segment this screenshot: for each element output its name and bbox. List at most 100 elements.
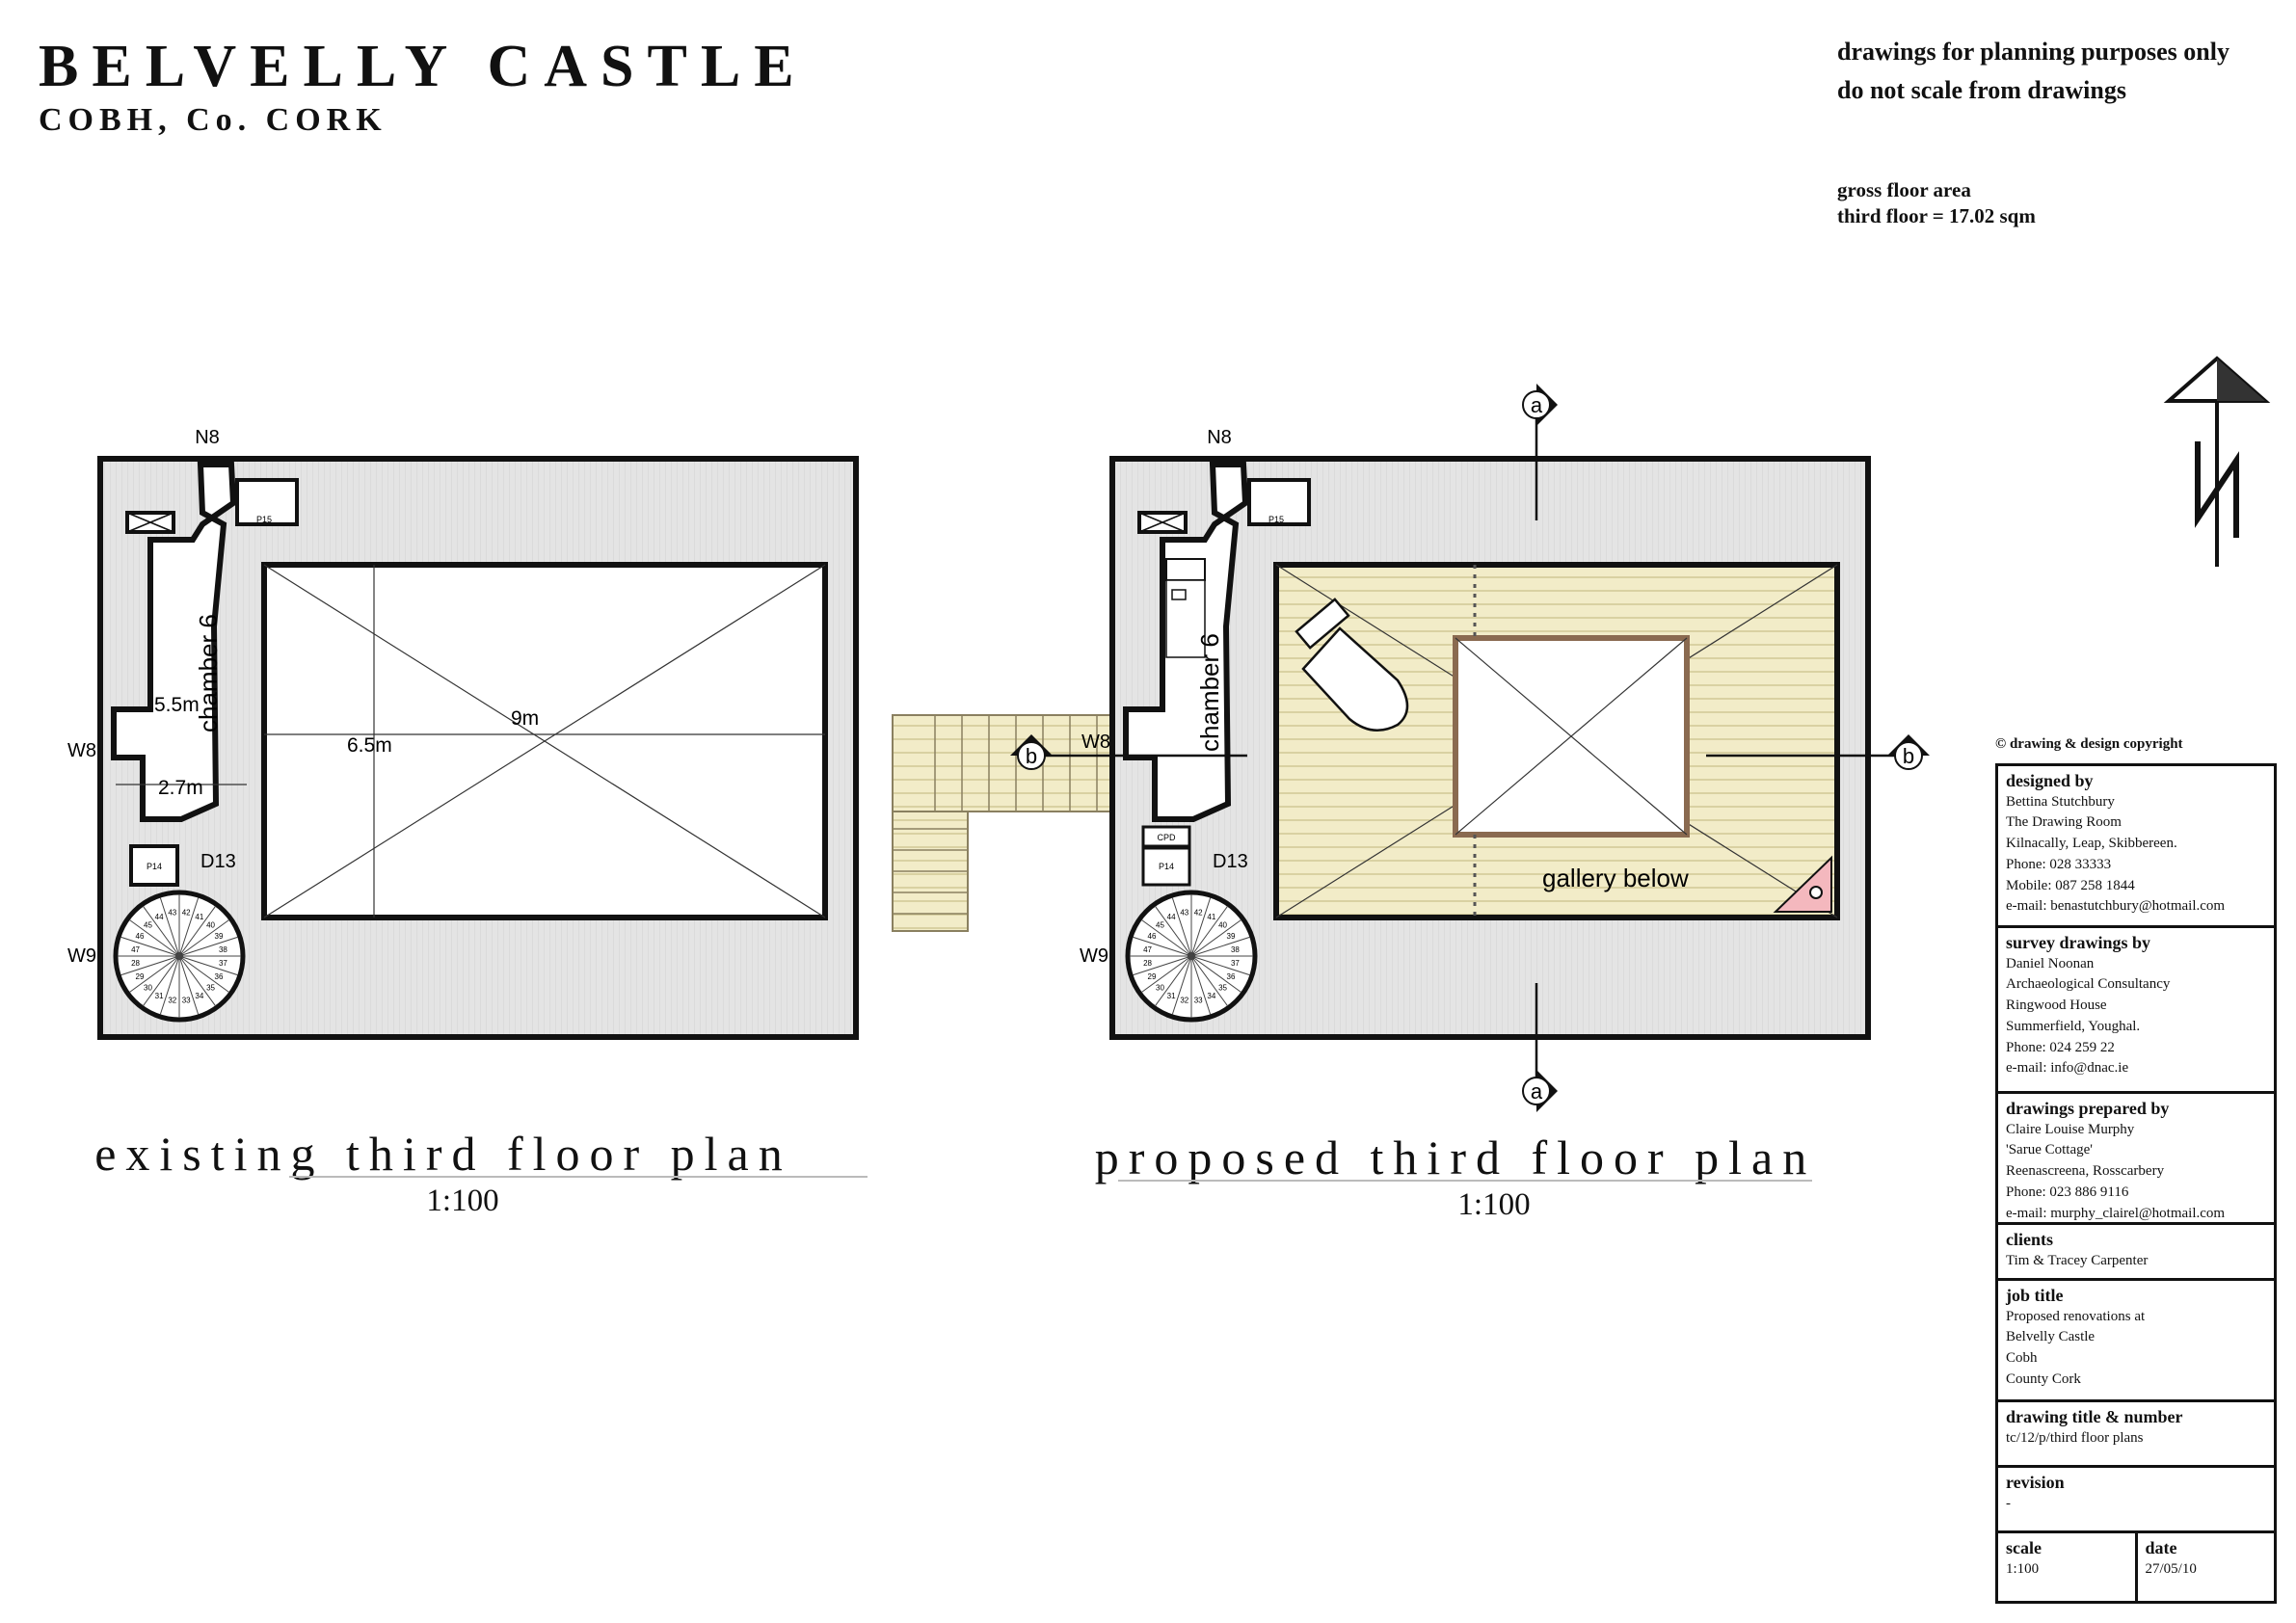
tb-line: Ringwood House	[2006, 998, 2107, 1013]
existing-plan-scale: 1:100	[426, 1184, 499, 1218]
stair-step-number: 37	[219, 959, 227, 968]
label-cpd: CPD	[1157, 833, 1176, 842]
tb-line: Tim & Tracey Carpenter	[2006, 1252, 2149, 1268]
tb-clients: clients Tim & Tracey Carpenter	[1998, 1225, 2274, 1281]
section-marker-a-bottom: a	[1522, 1070, 1558, 1112]
tb-line: Phone: 023 886 9116	[2006, 1184, 2129, 1200]
stair-step-number: 39	[215, 932, 224, 941]
stair-step-number: 40	[206, 920, 215, 929]
tb-line: Summerfield, Youghal.	[2006, 1018, 2141, 1034]
label-gallery-below: gallery below	[1542, 864, 1689, 892]
tb-date: date 27/05/10	[2134, 1533, 2275, 1601]
label-w9: W9	[1080, 945, 1108, 967]
tb-line: e-mail: benastutchbury@hotmail.com	[2006, 898, 2226, 915]
stair-step-number: 47	[1143, 945, 1152, 954]
gross-floor-area-value: third floor = 17.02 sqm	[1837, 204, 2036, 228]
stair-step-number: 38	[1231, 945, 1240, 954]
stair-step-number: 46	[1148, 932, 1157, 941]
existing-plan-underline	[289, 1176, 868, 1178]
tb-line: Reenascreena, Rosscarbery	[2006, 1163, 2165, 1179]
stair-step-number: 46	[136, 932, 145, 941]
stair-step-number: 40	[1218, 920, 1227, 929]
stair-step-number: 41	[1207, 913, 1215, 921]
stair-step-number: 36	[1227, 972, 1236, 981]
stair-step-number: 35	[206, 984, 215, 993]
stair-step-number: 36	[215, 972, 224, 981]
gross-floor-area: gross floor area third floor = 17.02 sqm	[1837, 177, 2036, 230]
label-chamber-6: chamber 6	[1195, 633, 1224, 752]
planning-notes: drawings for planning purposes only do n…	[1837, 33, 2229, 111]
tb-line: 'Sarue Cottage'	[2006, 1142, 2093, 1158]
cupboard-cpd	[1141, 825, 1191, 848]
label-d13: D13	[200, 851, 236, 872]
stair-step-number: 33	[182, 996, 191, 1004]
stair-step-number: 32	[1180, 996, 1188, 1004]
planning-note-1: drawings for planning purposes only	[1837, 38, 2229, 66]
north-arrow-icon	[2163, 356, 2271, 567]
copyright-notice: © drawing & design copyright	[1995, 736, 2183, 752]
stair-step-number: 34	[195, 992, 203, 1000]
tb-line: Kilnacally, Leap, Skibbereen.	[2006, 836, 2177, 851]
tb-line: tc/12/p/third floor plans	[2006, 1429, 2144, 1446]
tb-line: Phone: 024 259 22	[2006, 1039, 2115, 1055]
dim-label-9m: 9m	[511, 707, 539, 730]
tb-line: Daniel Noonan	[2006, 955, 2095, 971]
stair-step-number: 35	[1218, 984, 1227, 993]
dim-label-5-5m: 5.5m	[154, 694, 200, 716]
tb-heading: designed by	[2006, 771, 2094, 790]
section-marker-b-right: b	[1887, 734, 1930, 770]
svg-text:b: b	[1026, 744, 1037, 768]
stair-step-number: 43	[168, 909, 176, 918]
tb-heading: survey drawings by	[2006, 933, 2151, 952]
grand-piano-icon	[1295, 598, 1409, 732]
label-n8: N8	[195, 427, 220, 448]
stair-step-number: 38	[219, 945, 227, 954]
stair-step-number: 32	[168, 996, 176, 1004]
tb-heading: job title	[2006, 1286, 2064, 1305]
tb-line: Mobile: 087 258 1844	[2006, 877, 2135, 893]
project-title: BELVELLY CASTLE	[39, 34, 808, 99]
svg-text:a: a	[1531, 1079, 1543, 1104]
stair-step-number: 37	[1231, 959, 1240, 968]
svg-text:a: a	[1531, 393, 1543, 417]
proposed-plan-scale: 1:100	[1457, 1187, 1531, 1222]
section-marker-b-left: b	[1010, 734, 1053, 770]
stair-step-number: 31	[155, 992, 164, 1000]
stair-step-number: 41	[195, 913, 203, 921]
tb-prepared: drawings prepared by Claire Louise Murph…	[1998, 1094, 2274, 1225]
label-p15: P15	[256, 515, 272, 524]
stair-step-number: 44	[1167, 913, 1176, 921]
tb-revision: revision -	[1998, 1468, 2274, 1533]
stair-step-number: 44	[155, 913, 164, 921]
niche-p15	[235, 478, 299, 526]
label-p14: P14	[1159, 862, 1174, 871]
stair-step-number: 34	[1207, 992, 1215, 1000]
tb-drawing-title: drawing title & number tc/12/p/third flo…	[1998, 1402, 2274, 1468]
tb-heading: drawing title & number	[2006, 1407, 2183, 1426]
label-w8: W8	[1081, 732, 1110, 753]
stair-step-number: 29	[136, 972, 145, 981]
label-p14: P14	[147, 862, 162, 871]
kitchen-unit	[1165, 558, 1206, 581]
tb-scale: scale 1:100	[2006, 1538, 2042, 1577]
label-d13: D13	[1213, 851, 1248, 872]
stair-step-number: 45	[144, 920, 152, 929]
stair-step-number: 43	[1180, 909, 1188, 918]
stair-step-number: 28	[131, 959, 140, 968]
tb-line: e-mail: murphy_clairel@hotmail.com	[2006, 1205, 2226, 1221]
dim-label-2-7m: 2.7m	[158, 777, 203, 799]
tb-line: Archaeological Consultancy	[2006, 976, 2171, 993]
svg-text:b: b	[1903, 744, 1914, 768]
tb-line: Phone: 028 33333	[2006, 856, 2112, 872]
niche-p15	[1247, 478, 1311, 526]
tb-line: County Cork	[2006, 1370, 2081, 1387]
tb-line: -	[2006, 1495, 2011, 1511]
tb-heading: clients	[2006, 1230, 2053, 1249]
stair-step-number: 45	[1156, 920, 1164, 929]
